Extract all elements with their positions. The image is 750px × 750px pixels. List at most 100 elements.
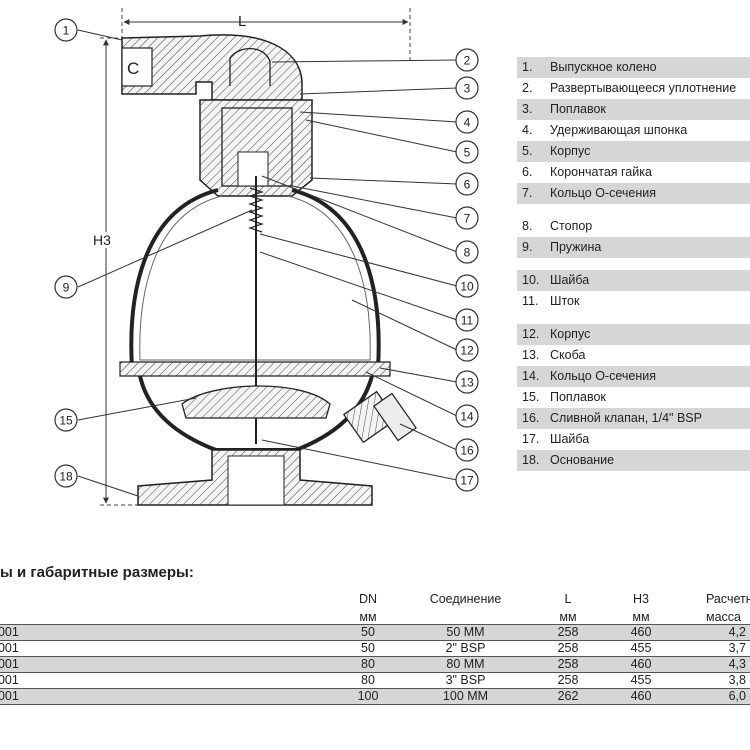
upper-housing	[199, 99, 313, 197]
table-cell: 3,8	[728, 673, 746, 687]
table-cell: 50	[361, 625, 375, 639]
legend-text: Скоба	[550, 348, 586, 362]
legend-number: 12.	[522, 327, 540, 341]
legend-number: 4.	[522, 123, 533, 137]
table-cell: 3" BSP	[445, 673, 486, 687]
port-label: C	[127, 59, 139, 78]
callout-number: 1	[63, 24, 70, 38]
legend-text: Пружина	[550, 240, 602, 254]
legend-text: Шайба	[550, 432, 590, 446]
legend-text: Основание	[550, 453, 615, 467]
dimension-l-label: L	[238, 13, 246, 30]
section-title: ы и габаритные размеры:	[0, 564, 194, 581]
legend-text: Сливной клапан, 1/4" BSP	[550, 411, 702, 425]
legend-text: Стопор	[550, 219, 593, 233]
table-cell: 75-09001	[0, 625, 19, 639]
callout-number: 16	[460, 444, 474, 458]
legend-number: 8.	[522, 219, 533, 233]
callout-circle	[455, 76, 479, 100]
legend-number: 13.	[522, 348, 540, 362]
table-cell: 258	[557, 673, 579, 687]
legend-text: Кольцо О-сечения	[550, 186, 656, 200]
drain-valve	[342, 390, 417, 444]
legend-item: 9. Пружина	[517, 237, 750, 258]
legend-text: Развертывающееся уплотнение	[550, 81, 737, 95]
legend-item: 15.Поплавок	[517, 387, 750, 408]
dimension-h3: H3	[90, 37, 140, 506]
table-cell: 4,3	[728, 657, 746, 671]
legend-number: 3.	[522, 102, 533, 116]
callout-number: 2	[464, 54, 471, 68]
callout-number: 13	[460, 376, 474, 390]
callout-number: 12	[460, 344, 474, 358]
legend-item: 11.Шток	[517, 291, 750, 312]
table-cell: 75-09001	[0, 673, 19, 687]
table-cell: 460	[630, 689, 652, 703]
callout-number: 5	[464, 146, 471, 160]
callout-number: 17	[460, 474, 474, 488]
legend-item: 10.Шайба	[517, 270, 750, 291]
legend-number: 1.	[522, 60, 533, 74]
callout-circle	[455, 110, 479, 134]
legend-item: 13. Скоба	[517, 345, 750, 366]
callout-number: 7	[464, 212, 471, 226]
legend-item: 17.Шайба	[517, 429, 750, 450]
table-cell: 460	[630, 657, 652, 671]
table-cell: 50	[361, 641, 375, 655]
legend-number: 15.	[522, 390, 540, 404]
legend-item: 18. Основание	[517, 450, 750, 471]
table-cell: Расчетн	[706, 592, 750, 606]
table-cell: мм	[632, 610, 650, 624]
callout-circle	[455, 308, 479, 332]
legend-item: 4. Удерживающая шпонка	[517, 120, 750, 141]
table-cell: 4,2	[728, 625, 746, 639]
table-cell: 455	[630, 673, 652, 687]
table-cell: H3	[633, 592, 649, 606]
table-cell: 6,0	[728, 689, 746, 703]
table-cell: мм	[559, 610, 577, 624]
legend-text: Кольцо О-сечения	[550, 369, 656, 383]
callout-circle	[455, 338, 479, 362]
legend-text: Выпускное колено	[550, 60, 657, 74]
callout-circle	[54, 275, 78, 299]
legend-text: Корпус	[550, 327, 591, 341]
legend-text: Удерживающая шпонка	[550, 123, 688, 137]
legend-number: 18.	[522, 453, 540, 467]
table-cell: 100 ММ	[442, 689, 489, 703]
table-cell: 262	[557, 689, 579, 703]
legend-number: 14.	[522, 369, 540, 383]
table-cell: 50 ММ	[446, 625, 485, 639]
table-cell: мм	[359, 610, 377, 624]
parts-legend: 1. Выпускное колено 2.Развертывающееся упл…	[517, 57, 750, 471]
table-cell: Соединение	[429, 592, 502, 606]
legend-number: 10.	[522, 273, 540, 287]
table-cell: 80 ММ	[446, 657, 485, 671]
leader-lines	[77, 29, 458, 497]
table-cell: 2" BSP	[445, 641, 486, 655]
callout-circle	[455, 240, 479, 264]
callout-circle	[455, 48, 479, 72]
legend-item: 12. Корпус	[517, 324, 750, 345]
legend-item: 6.Корончатая гайка	[517, 162, 750, 183]
legend-number: 16.	[522, 411, 540, 425]
legend-item: 1. Выпускное колено	[517, 57, 750, 78]
callout-circle	[455, 438, 479, 462]
table-cell: 3,7	[728, 641, 746, 655]
legend-number: 9.	[522, 240, 533, 254]
callout-circle	[54, 18, 78, 42]
table-cell: 258	[557, 657, 579, 671]
callout-number: 10	[460, 280, 474, 294]
legend-item: 2.Развертывающееся уплотнение	[517, 78, 750, 99]
callout-circle	[455, 274, 479, 298]
callout-circle	[455, 370, 479, 394]
table-cell: 80	[361, 657, 375, 671]
callout-number: 8	[464, 246, 471, 260]
